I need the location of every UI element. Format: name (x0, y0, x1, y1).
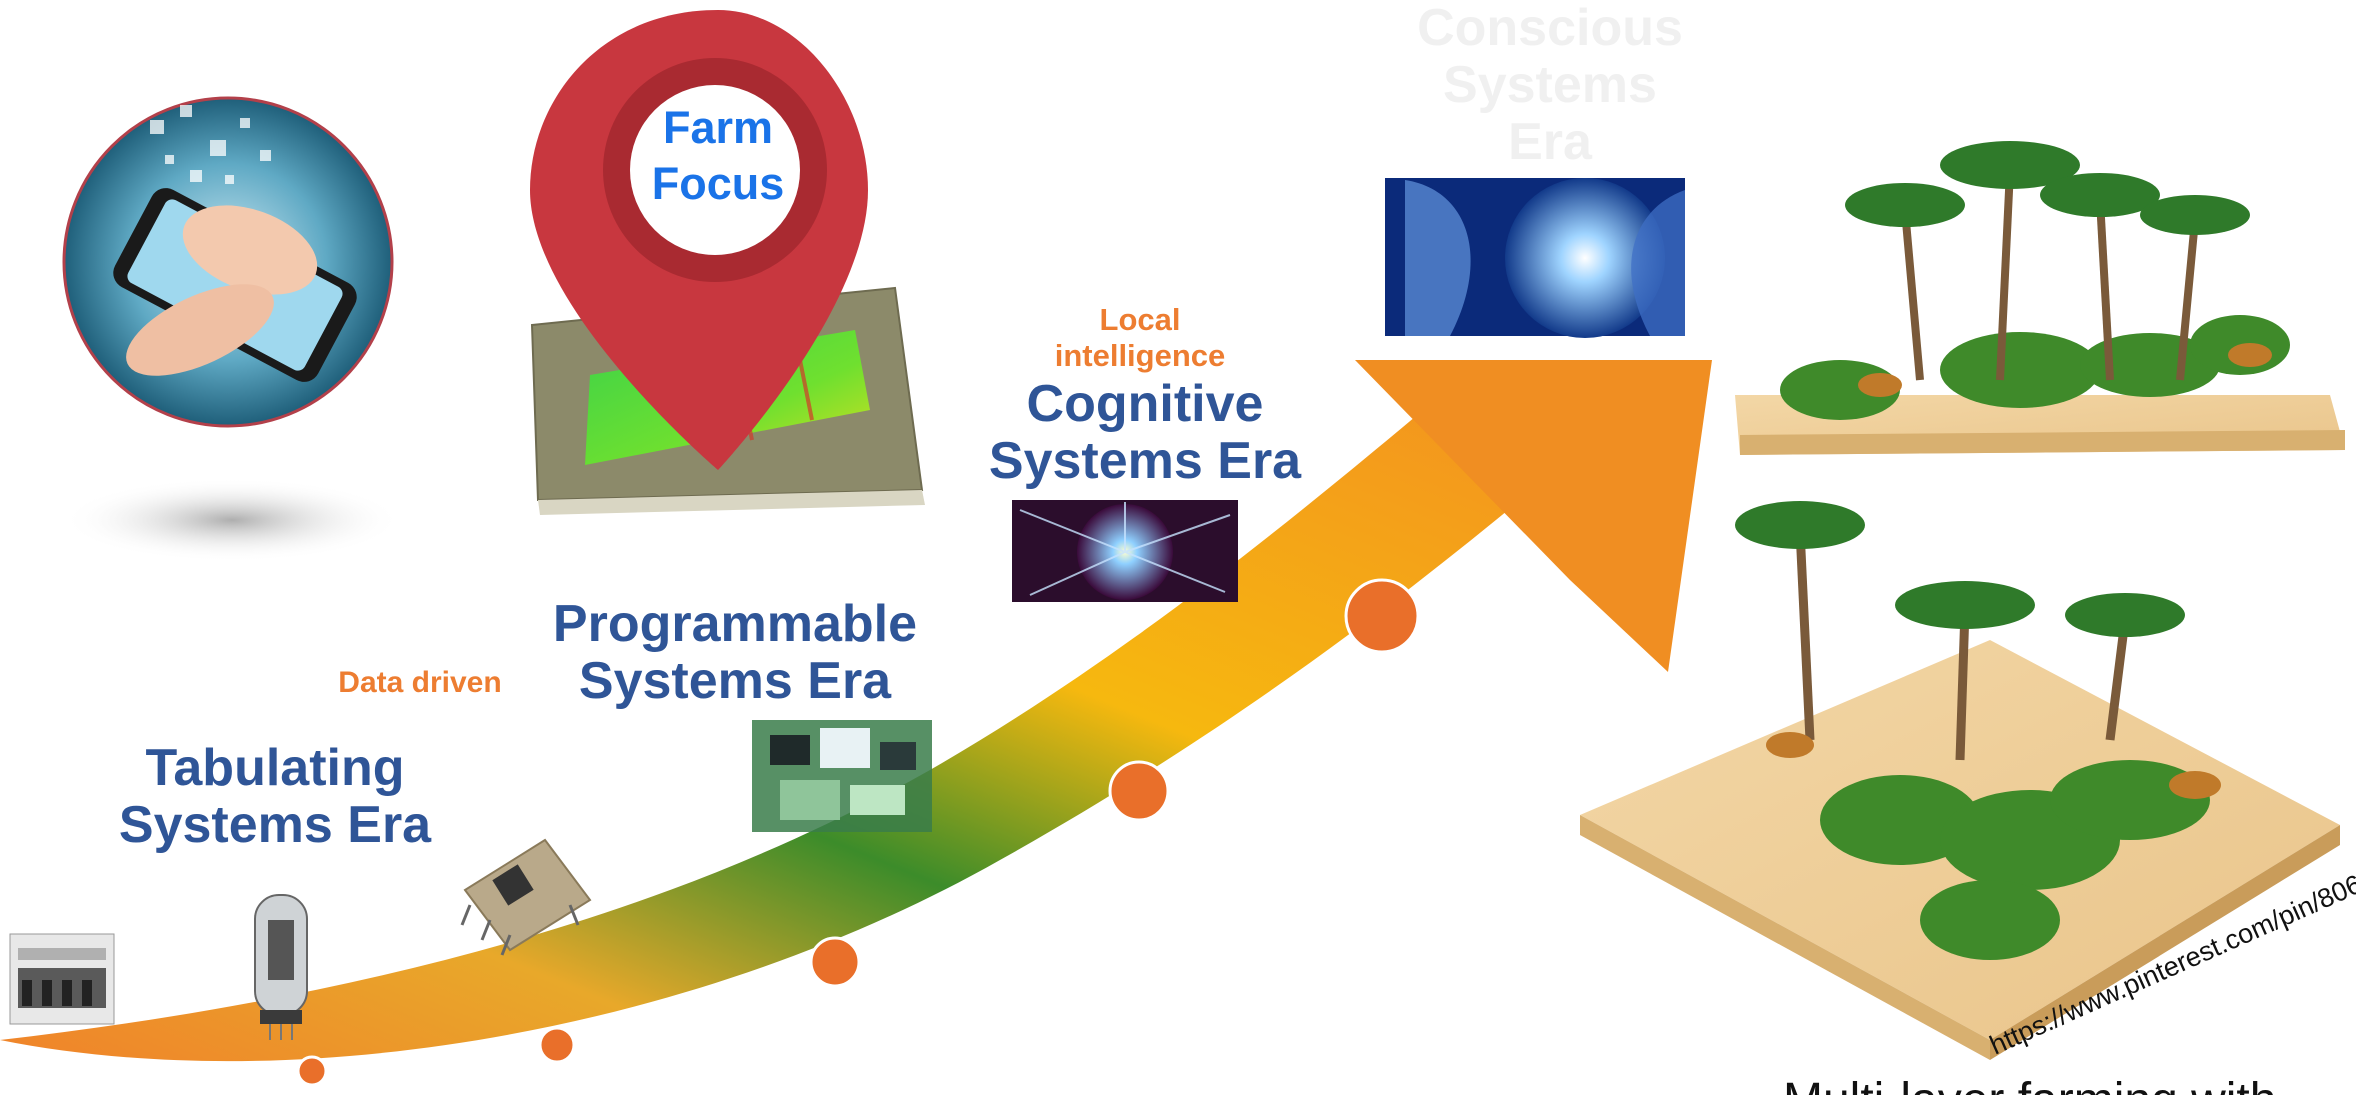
programmable-era-line1: Programmable (552, 595, 918, 653)
oasis-diorama-small (1735, 141, 2345, 455)
arrow-body (0, 360, 1710, 1062)
conscious-era-line2: Systems (1443, 56, 1657, 115)
ai-heads-image (1385, 178, 1685, 338)
local-intelligence-note: Local intelligence (1010, 302, 1270, 373)
caption-text: Multi-layer farming with (1783, 1072, 2343, 1095)
milestone-dot-2 (538, 1026, 576, 1064)
conscious-era-label: Conscious Systems Era (1380, 0, 1720, 172)
local-intelligence-line1: Local (1099, 302, 1181, 337)
milestone-dot-4 (1108, 760, 1170, 822)
conscious-era-line1: Conscious (1417, 0, 1683, 57)
tabulating-era-line2: Systems Era (118, 796, 432, 855)
milestone-dot-5 (1344, 578, 1420, 654)
arrow-head (1355, 360, 1712, 672)
data-driven-note: Data driven (338, 666, 502, 699)
conscious-era-line3: Era (1508, 113, 1592, 172)
tabulating-era-label: Tabulating Systems Era (95, 739, 455, 855)
local-intelligence-line2: intelligence (1054, 337, 1226, 373)
map-pin-icon (530, 10, 868, 470)
pin-label-line2: Focus (651, 158, 785, 210)
microchip-image (460, 838, 592, 956)
neuron-image (1012, 500, 1238, 602)
programmable-era-label: Programmable Systems Era (530, 595, 940, 711)
milestone-dot-1 (296, 1055, 328, 1087)
vacuum-tube-image (254, 894, 308, 1040)
pin-label: Farm Focus (638, 100, 798, 213)
screens-collage-image (752, 720, 932, 832)
oasis-diorama-large (1580, 501, 2340, 1060)
programmable-era-line2: Systems Era (578, 652, 892, 711)
smartphone-image (62, 96, 402, 562)
milestone-dot-3 (809, 936, 861, 988)
cognitive-era-label: Cognitive Systems Era (960, 375, 1330, 491)
pin-label-line1: Farm (662, 102, 774, 153)
punch-card-machine-image (9, 933, 115, 1025)
tabulating-era-line1: Tabulating (145, 739, 405, 797)
cognitive-era-line1: Cognitive (1026, 375, 1264, 433)
cognitive-era-line2: Systems Era (988, 432, 1302, 491)
milestone-dots (296, 578, 1420, 1087)
